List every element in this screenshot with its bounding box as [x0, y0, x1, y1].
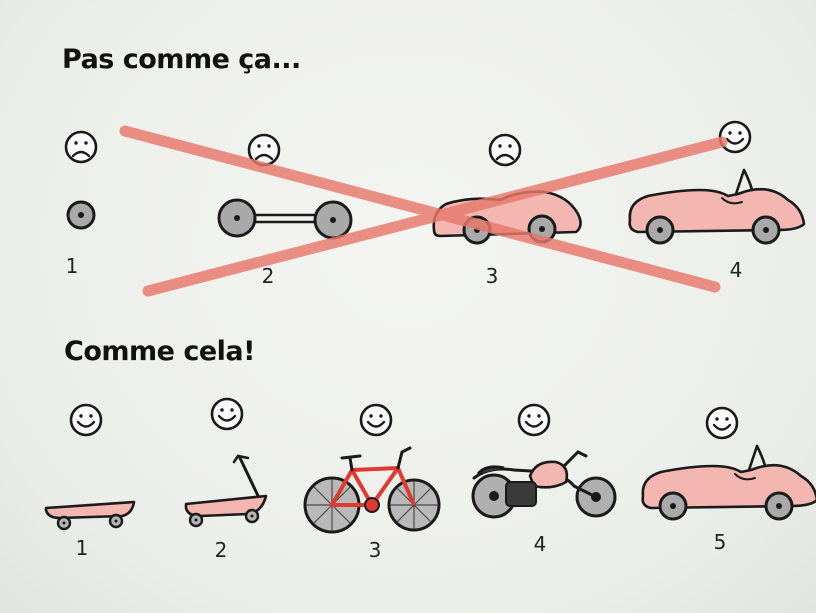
sad-face-icon: [64, 130, 98, 164]
sad-face-icon: [488, 133, 522, 167]
motorcycle-icon: [471, 450, 617, 519]
right-step-3-number: 3: [368, 538, 382, 562]
convertible-car-icon: [643, 446, 816, 519]
right-step-1: [44, 403, 136, 531]
happy-face-icon: [718, 120, 752, 154]
happy-face-icon: [517, 403, 551, 437]
wrong-step-1-number: 1: [65, 254, 79, 278]
right-step-3: [303, 403, 441, 534]
right-step-5-number: 5: [713, 530, 727, 554]
right-way-row: [44, 397, 816, 534]
wrong-step-1: [64, 130, 98, 230]
convertible-car-icon: [630, 170, 804, 243]
skateboard-icon: [44, 500, 136, 531]
heading-right-way: Comme cela!: [64, 336, 255, 367]
right-step-5: [643, 406, 816, 519]
right-step-2-number: 2: [214, 538, 228, 562]
bicycle-icon: [303, 446, 441, 534]
happy-face-icon: [69, 403, 103, 437]
wrong-step-2-number: 2: [261, 264, 275, 288]
happy-face-icon: [359, 403, 393, 437]
happy-face-icon: [705, 406, 739, 440]
axle-icon: [217, 198, 353, 240]
wrong-step-3-number: 3: [485, 264, 499, 288]
happy-face-icon: [210, 397, 244, 431]
heading-wrong-way: Pas comme ça...: [62, 44, 301, 75]
cross-out-mark: [119, 125, 728, 297]
wheel-icon: [66, 200, 96, 230]
right-step-1-number: 1: [75, 536, 89, 560]
scooter-icon: [184, 454, 268, 528]
right-step-4: [471, 403, 617, 519]
wrong-step-2: [217, 133, 353, 240]
wrong-way-row: [64, 120, 804, 297]
wrong-step-4-number: 4: [729, 258, 743, 282]
right-step-2: [184, 397, 268, 528]
right-step-4-number: 4: [533, 532, 547, 556]
